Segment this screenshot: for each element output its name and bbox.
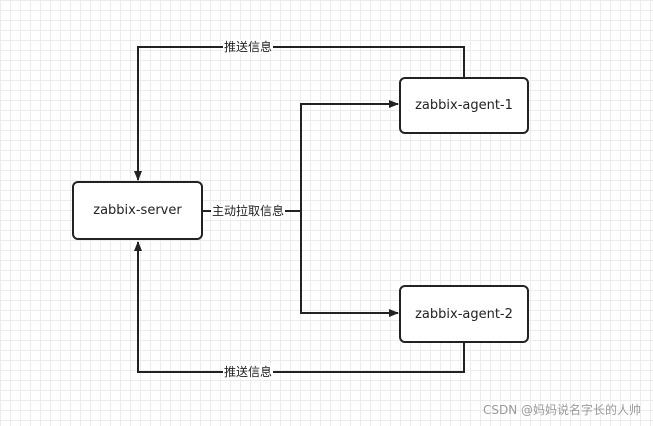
watermark: CSDN @妈妈说名字长的人帅 xyxy=(482,403,641,417)
zabbix-agent-2-label: zabbix-agent-2 xyxy=(415,306,513,322)
pull-connector-agent-2 xyxy=(300,211,399,317)
pull-label: 主动拉取信息 xyxy=(211,204,286,218)
push-label-top: 推送信息 xyxy=(223,40,274,54)
push-connector-bottom xyxy=(134,241,465,373)
zabbix-server-node[interactable]: zabbix-server xyxy=(72,181,203,240)
push-connector-top xyxy=(134,46,465,181)
zabbix-agent-1-node[interactable]: zabbix-agent-1 xyxy=(399,77,529,134)
zabbix-agent-2-node[interactable]: zabbix-agent-2 xyxy=(399,285,529,343)
zabbix-server-label: zabbix-server xyxy=(93,203,182,218)
push-label-bottom: 推送信息 xyxy=(223,365,274,379)
pull-connector-agent-1 xyxy=(300,100,399,211)
zabbix-agent-1-label: zabbix-agent-1 xyxy=(415,98,513,113)
